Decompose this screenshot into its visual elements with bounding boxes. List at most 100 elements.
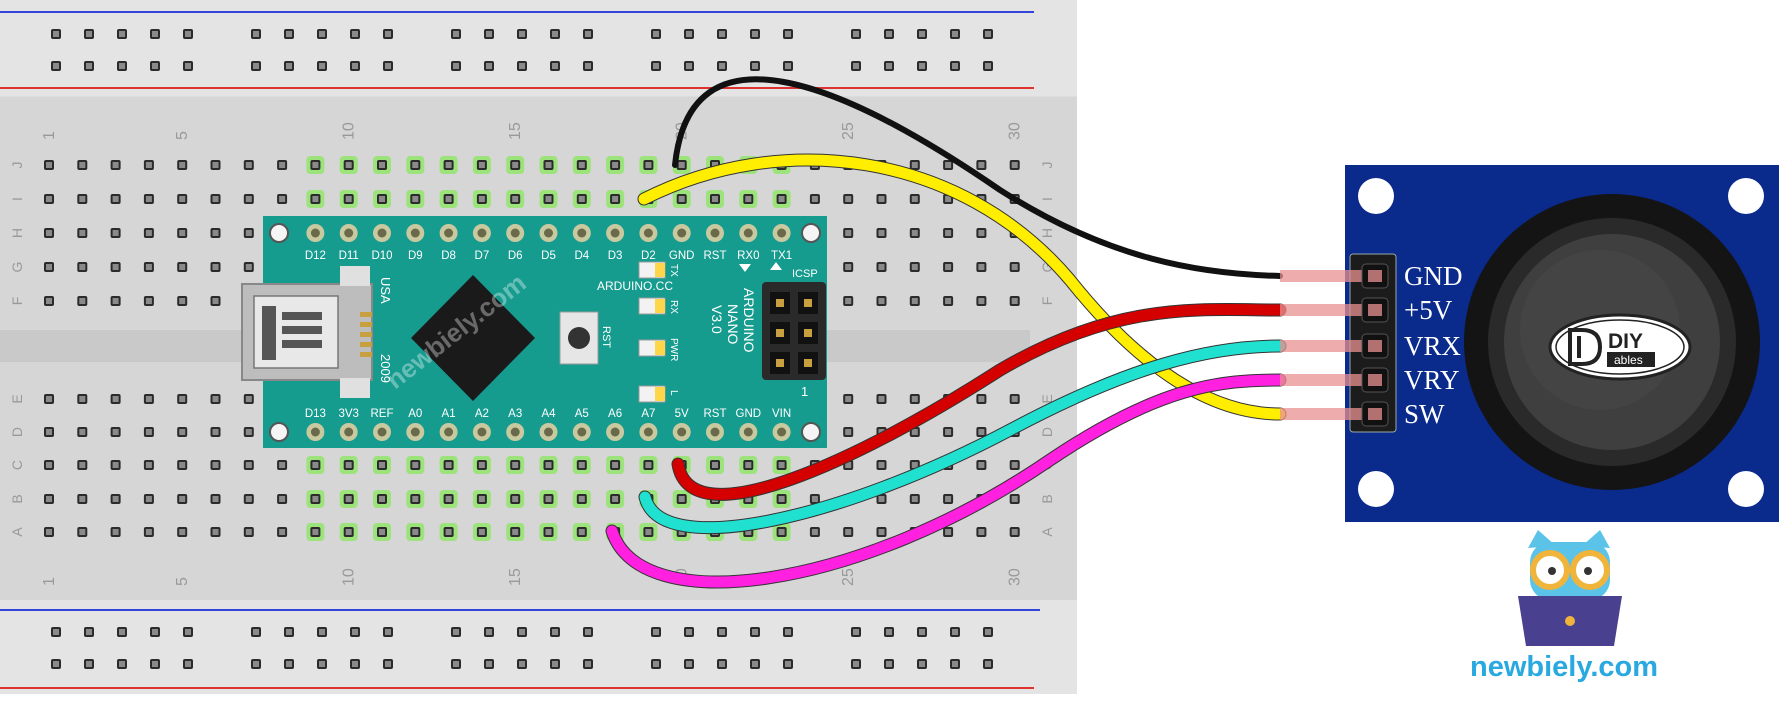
led-label-tx: TX: [668, 264, 679, 277]
nano-pin-label: D11: [339, 250, 359, 262]
nano-pin-label: D3: [608, 250, 623, 262]
brand-site-text: newbiely.com: [1470, 651, 1658, 683]
nano-pin-label: GND: [669, 250, 695, 262]
nano-pin-label: TX1: [771, 250, 792, 262]
nano-pin-label: RST: [704, 250, 727, 262]
owl-logo-icon: newbiely.com: [1470, 530, 1658, 683]
joystick-module: DIY ables: [1345, 165, 1779, 522]
joystick-pin-label: VRY: [1404, 365, 1460, 395]
column-number-top: 30: [1007, 122, 1024, 140]
column-number-bottom: 15: [507, 568, 524, 586]
logo-bottom-text: ables: [1614, 353, 1643, 367]
joystick-pin-stub: [1280, 270, 1380, 282]
mount-hole: [269, 223, 289, 243]
joystick-pin-stub: [1280, 304, 1380, 316]
row-letter: D: [1039, 427, 1055, 437]
wires: [605, 76, 1287, 589]
icsp-label: ICSP: [792, 268, 818, 280]
nano-name-line2: NANO: [725, 304, 741, 345]
column-number-bottom: 5: [174, 577, 191, 586]
row-letter: I: [9, 197, 25, 201]
nano-pin-label: GND: [736, 408, 762, 420]
nano-pin-label: A3: [508, 408, 522, 420]
joystick-pin-stub: [1280, 408, 1380, 420]
mount-hole: [1728, 471, 1764, 507]
column-number-bottom: 25: [840, 568, 857, 586]
led-label-l: L: [668, 390, 679, 396]
joystick-pin-label: VRX: [1404, 331, 1462, 361]
joystick-pin-label: +5V: [1404, 295, 1453, 325]
row-letter: I: [1039, 197, 1055, 201]
row-letter: E: [9, 394, 25, 403]
icsp-header: [762, 282, 826, 380]
nano-pin-label: RST: [704, 408, 727, 420]
nano-name-line1: ARDUINO: [741, 288, 757, 353]
row-letter: F: [1039, 297, 1055, 306]
rail-holes: [51, 29, 993, 669]
nano-pin-label: D5: [541, 250, 556, 262]
row-letter: G: [1039, 262, 1055, 273]
mount-hole: [1358, 471, 1394, 507]
nano-pin-label: A2: [475, 408, 489, 420]
row-letter: H: [9, 228, 25, 238]
row-letter: C: [9, 460, 25, 470]
nano-pin-label: D6: [508, 250, 523, 262]
joystick-pin-labels: GND +5V VRX VRY SW: [1280, 261, 1463, 429]
nano-pin-label: A4: [541, 408, 556, 420]
nano-pin-label: A5: [575, 408, 589, 420]
nano-pin-label: VIN: [772, 408, 791, 420]
nano-pin-label: D13: [305, 408, 326, 420]
bottom-power-rail: [0, 600, 1077, 694]
wire-5v: [672, 304, 1286, 500]
joystick-pin-stub: [1280, 374, 1380, 386]
nano-site: ARDUINO.CC: [597, 279, 673, 293]
mount-hole: [801, 223, 821, 243]
logo-top-text: DIY: [1608, 330, 1643, 353]
nano-rst-label: RST: [600, 326, 612, 348]
row-letter: G: [9, 262, 25, 273]
nano-name-line3: V3.0: [709, 305, 725, 334]
nano-year: 2009: [378, 354, 393, 383]
nano-pin-label: D10: [371, 250, 392, 262]
nano-country: USA: [378, 277, 393, 304]
wire-sw: [638, 154, 1286, 420]
nano-pin-label: D12: [305, 250, 326, 262]
wire-vrx: [639, 340, 1286, 534]
tx-arrow-icon: [770, 262, 782, 270]
row-letter: B: [1039, 494, 1055, 503]
row-letter: J: [9, 162, 25, 169]
mount-hole: [1358, 178, 1394, 214]
column-number-bottom: 1: [41, 577, 58, 586]
mount-hole: [1728, 178, 1764, 214]
led-label-rx: RX: [668, 300, 679, 314]
nano-pin-label: D2: [641, 250, 656, 262]
column-number-bottom: 30: [1007, 568, 1024, 586]
diyables-logo: DIY ables: [1548, 313, 1692, 381]
row-letter: A: [1039, 527, 1055, 537]
joystick-pin-label: GND: [1404, 261, 1463, 291]
nano-pin-label: D7: [475, 250, 490, 262]
joystick-pin-stub: [1280, 340, 1380, 352]
mount-hole: [801, 422, 821, 442]
row-letter: B: [9, 494, 25, 503]
nano-pin-label: 5V: [675, 408, 689, 420]
nano-pin-label: D4: [574, 250, 589, 262]
row-letter: A: [9, 527, 25, 537]
row-letter: H: [1039, 228, 1055, 238]
icsp-pin1-label: 1: [801, 384, 808, 399]
joystick-pin-label: SW: [1404, 399, 1445, 429]
column-number-top: 1: [41, 131, 58, 140]
nano-pin-label: D9: [408, 250, 423, 262]
nano-pin-label: A1: [442, 408, 456, 420]
nano-pin-label: REF: [371, 408, 394, 420]
rx-arrow-icon: [739, 264, 751, 272]
top-power-rail: [0, 0, 1077, 96]
nano-pin-label: 3V3: [338, 408, 358, 420]
nano-pin-label: D8: [441, 250, 456, 262]
mount-hole: [269, 422, 289, 442]
nano-pin-label: A0: [408, 408, 422, 420]
